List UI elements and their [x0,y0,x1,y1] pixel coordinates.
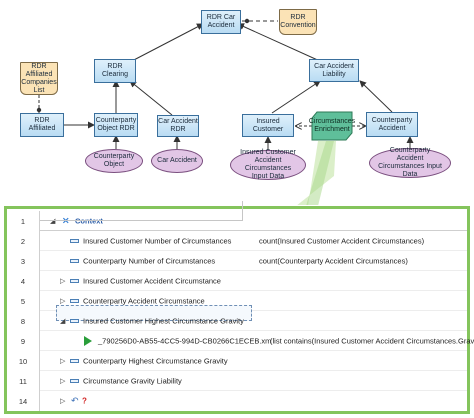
rdr-clearing-node[interactable]: RDR Clearing [94,59,136,83]
row-number: 11 [7,371,40,391]
variable-icon [70,378,79,383]
table-row[interactable]: 1 ◢ ⨯ Context [7,201,467,231]
expand-icon[interactable]: ▷ [60,398,66,405]
variable-expression[interactable]: count(Counterparty Accident Circumstance… [259,256,408,265]
table-row[interactable]: 5 ▷ Counterparty Accident Circumstance [7,291,467,311]
variable-icon [70,258,79,263]
variable-name: Counterparty Highest Circumstance Gravit… [83,356,228,365]
table-row[interactable]: 11 ▷ Circumstance Gravity Liability [7,371,467,391]
car-accident-liability-node[interactable]: Car Accident Liability [309,59,359,82]
collapse-icon[interactable]: ◢ [50,217,56,225]
expand-icon[interactable]: ▷ [60,377,66,385]
diagram-connectors [36,18,414,205]
rdr-affiliated-companies-list-node[interactable]: RDR Affiliated Companies List [20,62,58,95]
variable-icon [70,318,79,323]
counterparty-object-rdr-node[interactable]: Counterparty Object RDR [94,113,138,137]
boxed-context-panel: 1 ◢ ⨯ Context 2 Insured Customer Number … [4,201,474,414]
rdr-convention-node[interactable]: RDR Convention [279,9,317,35]
expand-icon[interactable]: ▷ [60,357,66,365]
row-number: 1 [7,211,40,231]
invocation-icon [84,335,92,346]
invocation-name: _790256D0-AB55-4CC5-994D-CB0266C1ECEB.xm [98,336,272,345]
variable-icon [70,298,79,303]
variable-icon [70,278,79,283]
rdr-affiliated-node[interactable]: RDR Affiliated [20,113,64,137]
variable-name: Insured Customer Accident Circumstance [83,276,221,285]
circumstances-enrichment-shape [311,111,353,141]
row-number: 9 [7,331,40,351]
circumstances-enrichment-node[interactable]: Circumstances Enrichment [308,118,356,133]
rdr-car-accident-node[interactable]: RDR Car Accident [201,10,241,34]
counterparty-circumstances-input-node[interactable]: Counterparty Accident Circumstances Inpu… [369,147,451,178]
variable-expression[interactable]: count(Insured Customer Accident Circumst… [259,236,425,245]
variable-icon [70,358,79,363]
drd-diagram: RDR Car Accident RDR Convention RDR Clea… [0,0,474,205]
variable-name: Insured Customer Highest Circumstance Gr… [83,316,244,325]
table-row[interactable]: 3 Counterparty Number of Circumstances c… [7,251,467,271]
selection-outline [56,305,252,321]
row-number: 8 [7,311,40,331]
context-header-cell [40,201,243,221]
variable-name: Circumstance Gravity Liability [83,376,182,385]
variable-name: Insured Customer Number of Circumstances [83,236,232,245]
undo-icon[interactable]: ↶ [71,395,79,406]
car-accident-input-node[interactable]: Car Accident [151,149,203,173]
row-number: 3 [7,251,40,271]
table-row[interactable]: 9 _790256D0-AB55-4CC5-994D-CB0266C1ECEB.… [7,331,474,351]
question-icon[interactable]: ? [82,396,87,406]
table-row[interactable]: 14 ▷ ↶ ? [7,391,467,411]
row-number: 5 [7,291,40,311]
table-row-selected[interactable]: 8 ◢ Insured Customer Highest Circumstanc… [7,305,467,331]
invocation-expression[interactable]: (list contains(Insured Customer Accident… [270,336,474,345]
counterparty-object-input-node[interactable]: Counterparty Object [85,149,143,173]
row-number: 14 [7,391,40,411]
row-number: 10 [7,351,40,371]
insured-customer-circumstances-input-node[interactable]: Insured Customer Accident Circumstances … [230,149,306,180]
row-number: 2 [7,231,40,251]
insured-customer-node[interactable]: Insured Customer [242,114,294,137]
car-accident-rdr-node[interactable]: Car Accident RDR [157,115,199,137]
collapse-icon[interactable]: ◢ [60,317,66,325]
table-row[interactable]: 2 Insured Customer Number of Circumstanc… [7,231,467,251]
row-number: 4 [7,271,40,291]
expand-icon[interactable]: ▷ [60,297,66,305]
table-row[interactable]: 10 ▷ Counterparty Highest Circumstance G… [7,351,467,371]
counterparty-accident-node[interactable]: Counterparty Accident [366,112,418,137]
expand-icon[interactable]: ▷ [60,277,66,285]
variable-name: Counterparty Accident Circumstance [83,296,205,305]
variable-name: Counterparty Number of Circumstances [83,256,216,265]
variable-icon [70,238,79,243]
table-row[interactable]: 4 ▷ Insured Customer Accident Circumstan… [7,271,467,291]
